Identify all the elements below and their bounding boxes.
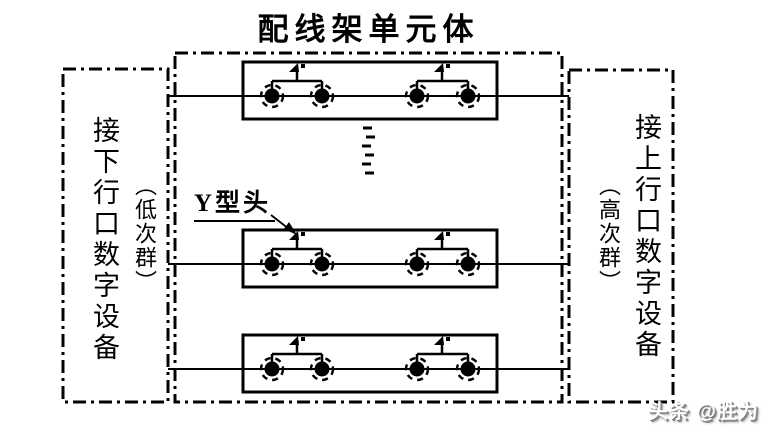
- left-panel-subtext: （低次群）: [132, 174, 157, 294]
- unit-box-middle: [241, 228, 499, 289]
- y-head-icon: [289, 336, 305, 345]
- connector-pair-right: [404, 231, 481, 277]
- connector-icon: [259, 83, 335, 109]
- unit-box-bottom: [241, 333, 499, 394]
- y-head-icon: [289, 231, 305, 240]
- right-panel-subtext: （高次群）: [596, 174, 621, 294]
- y-head-label: Y型头: [194, 183, 276, 222]
- vertical-ellipsis: [362, 126, 375, 175]
- central-frame-box: [173, 51, 564, 404]
- connector-icon: [259, 356, 335, 382]
- y-head-icon: [434, 231, 450, 240]
- connector-pair-left: [259, 336, 335, 382]
- unit-rect: [241, 60, 499, 121]
- connector-pair-right: [404, 336, 481, 382]
- y-head-icon: [434, 63, 450, 72]
- unit-rect: [241, 228, 499, 289]
- unit-box-top: [241, 60, 499, 121]
- right-panel-text: 接上行口数字设备: [631, 113, 661, 361]
- connector-icon: [259, 251, 335, 277]
- diagram-title: 配线架单元体: [257, 12, 480, 47]
- left-panel-text: 接下行口数字设备: [89, 116, 119, 364]
- connector-icon: [404, 356, 481, 382]
- unit-rect: [241, 333, 499, 394]
- connector-pair-left: [259, 231, 335, 277]
- y-head-icon: [434, 336, 450, 345]
- y-head-icon: [289, 63, 305, 72]
- connector-pair-right: [404, 63, 481, 109]
- watermark-text: 头条 @胜为: [647, 401, 759, 423]
- right-panel-box: [567, 68, 675, 404]
- connector-pair-left: [259, 63, 335, 109]
- connector-icon: [404, 251, 481, 277]
- connector-icon: [404, 83, 481, 109]
- leader-arrow: [270, 214, 297, 235]
- left-panel-box: [61, 67, 170, 404]
